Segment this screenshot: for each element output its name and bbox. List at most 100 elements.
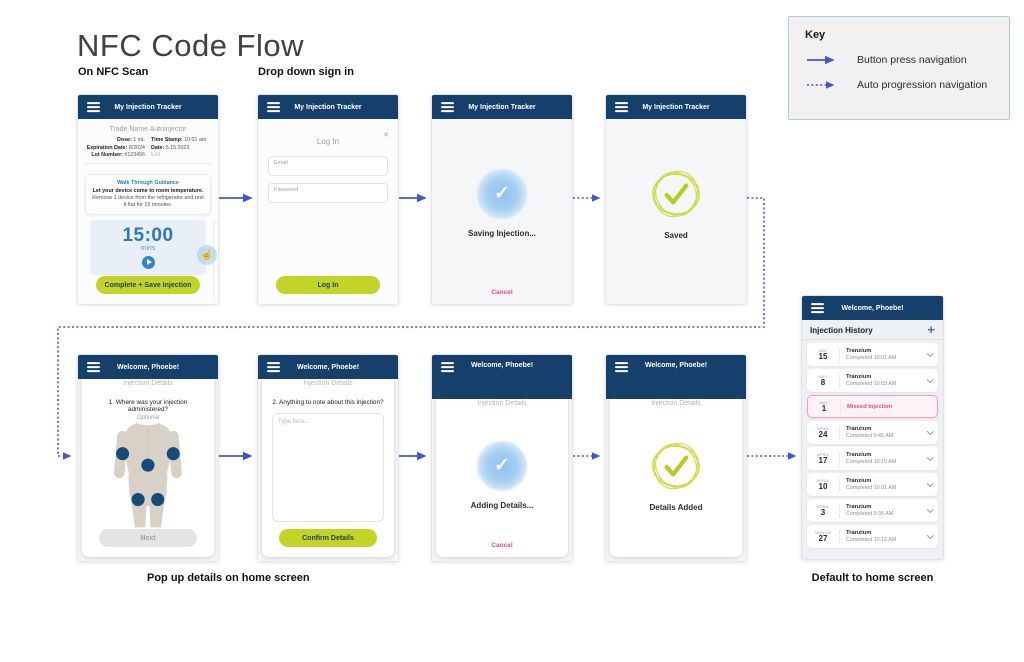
phone-screen-saving: My Injection Tracker ✓ Saving Injection.… [431, 94, 573, 305]
body-diagram [114, 422, 182, 528]
login-button[interactable]: Log In [276, 276, 380, 294]
phone-screen-adding-details: Welcome, Phoebe! Injection Details ✓ Add… [431, 354, 573, 562]
entry-info: Missed Injection [847, 403, 893, 410]
chevron-down-icon[interactable] [926, 479, 933, 487]
label-on-nfc-scan: On NFC Scan [78, 66, 149, 78]
app-header: My Injection Tracker [258, 95, 398, 119]
dose-row: Dose: 1 mL [117, 137, 145, 143]
injection-site-dot[interactable] [141, 458, 155, 472]
saved-badge-icon [652, 170, 700, 217]
injection-site-dot[interactable] [166, 447, 180, 461]
note-input[interactable] [272, 413, 384, 522]
app-title: My Injection Tracker [642, 103, 710, 111]
password-field[interactable] [268, 183, 388, 203]
expiration-row: Expiration Date: 8/2024 [86, 144, 145, 151]
injection-details-popup: Injection Details ✕ 2. Anything to note … [262, 363, 394, 557]
chevron-down-icon[interactable] [926, 349, 933, 357]
divider [839, 425, 840, 440]
app-header: My Injection Tracker [78, 95, 218, 119]
divider [839, 347, 840, 362]
chevron-down-icon[interactable] [926, 531, 933, 539]
next-button[interactable]: Next [99, 529, 197, 547]
injection-site-dot[interactable] [116, 447, 130, 461]
lot-row: Lot Number: #123456 [91, 152, 145, 158]
dotted-arrow-icon [807, 81, 835, 89]
email-field[interactable] [268, 156, 388, 176]
hamburger-menu-icon[interactable] [811, 303, 824, 313]
label-drop-down-sign-in: Drop down sign in [258, 66, 354, 78]
injection-details-popup: Injection Details ✓ Adding Details... Ca… [436, 383, 568, 557]
app-header: Welcome, Phoebe! [432, 355, 572, 399]
solid-arrow-icon [807, 55, 835, 65]
chevron-down-icon[interactable] [926, 505, 933, 513]
question-text: 1. Where was your injection administered… [108, 399, 188, 413]
trade-name: Trade Name Autoinjector [109, 126, 187, 133]
chevron-down-icon[interactable] [926, 453, 933, 461]
key-row-auto-progression: Auto progression navigation [805, 79, 993, 91]
hamburger-menu-icon[interactable] [267, 362, 280, 372]
cancel-link[interactable]: Cancel [491, 289, 513, 296]
phone-screen-details-q2: Welcome, Phoebe! Injection Details ✕ 2. … [257, 354, 399, 562]
tap-gesture-icon: ☝ [197, 245, 217, 265]
popup-title: Injection Details [477, 400, 527, 407]
status-text: Adding Details... [470, 500, 534, 510]
key-label: Button press navigation [857, 54, 967, 66]
login-title: Log In [316, 137, 340, 146]
edit-link[interactable]: Edit [151, 152, 161, 158]
close-icon[interactable]: ✕ [383, 132, 389, 139]
key-row-button-press: Button press navigation [805, 54, 993, 66]
divider [839, 477, 840, 492]
app-header: Welcome, Phoebe! [258, 355, 398, 379]
divider [839, 451, 840, 466]
confirm-details-button[interactable]: Confirm Details [279, 529, 377, 547]
hamburger-menu-icon[interactable] [615, 102, 628, 112]
hamburger-menu-icon[interactable] [441, 102, 454, 112]
key-label: Auto progression navigation [857, 79, 988, 91]
app-header: Welcome, Phoebe! [802, 296, 943, 320]
cancel-link[interactable]: Cancel [491, 542, 513, 549]
app-header: My Injection Tracker [432, 95, 572, 119]
hamburger-menu-icon[interactable] [615, 362, 628, 372]
hamburger-menu-icon[interactable] [87, 362, 100, 372]
timer-value: 15:00 [122, 224, 174, 246]
injection-history-title: Injection History [810, 325, 873, 335]
injection-info: Dose: 1 mL Time Stamp: 10:01 am Expirati… [84, 137, 212, 164]
play-button[interactable] [141, 255, 155, 269]
phone-screen-details-q1: Welcome, Phoebe! Injection Details ✕ 1. … [77, 354, 219, 562]
hamburger-menu-icon[interactable] [441, 362, 454, 372]
app-header: My Injection Tracker [606, 95, 746, 119]
add-injection-button[interactable]: + [927, 322, 935, 337]
phone-screen-details-added: Welcome, Phoebe! Injection Details [605, 354, 747, 562]
hamburger-menu-icon[interactable] [87, 102, 100, 112]
injection-site-dot[interactable] [151, 492, 165, 507]
label-default-home: Default to home screen [811, 572, 934, 584]
status-text: Saved [664, 230, 688, 240]
injection-site-dot[interactable] [131, 492, 145, 507]
date-row: Date: 5.15.2023 [151, 144, 190, 151]
key-title: Key [805, 29, 826, 41]
chevron-down-icon[interactable] [926, 427, 933, 435]
key-legend: Key Button press navigation Auto progres… [788, 16, 1010, 120]
status-text: Details Added [649, 502, 703, 512]
hamburger-menu-icon[interactable] [267, 102, 280, 112]
walkthrough-card: Walk Through Guidance Let your device co… [85, 174, 211, 215]
chevron-down-icon[interactable] [926, 375, 933, 383]
complete-save-button[interactable]: Complete + Save Injection [96, 276, 200, 294]
timer-unit: mins [140, 244, 156, 252]
